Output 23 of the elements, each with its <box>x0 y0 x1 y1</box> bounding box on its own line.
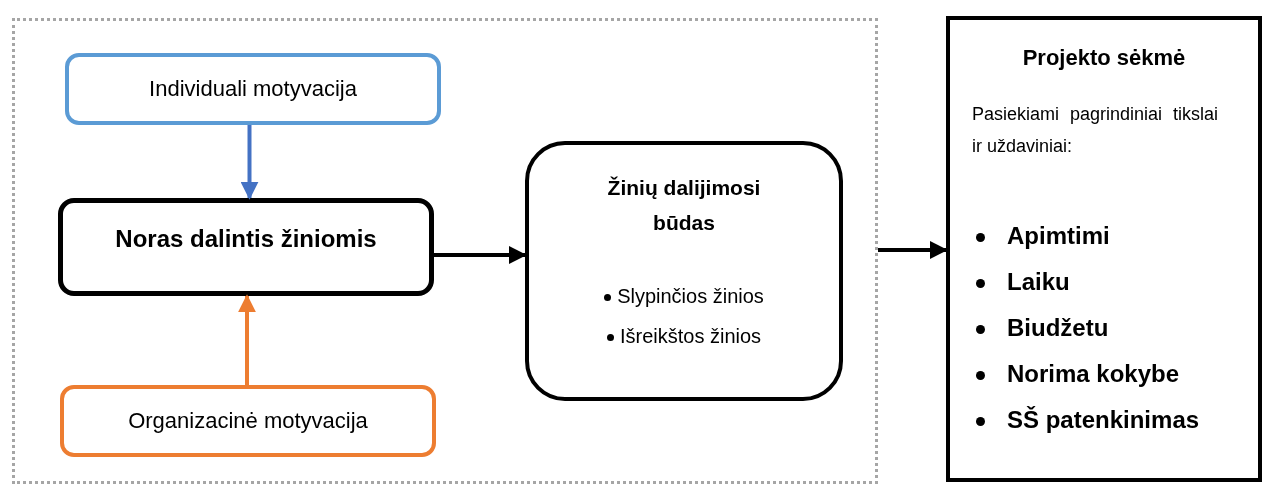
dotted-group-frame <box>12 18 878 484</box>
heading-text: Projekto sėkmė <box>1022 45 1186 70</box>
bullet-item: Slypinčios žinios <box>617 285 764 307</box>
bullet-item: Norima kokybe <box>1007 360 1180 387</box>
arrow <box>240 125 259 200</box>
process-box <box>525 141 843 401</box>
process-box <box>65 53 441 125</box>
arrow <box>878 241 948 259</box>
heading-text: Žinių dalijimosi būdas <box>607 176 761 234</box>
process-box <box>58 198 434 296</box>
node-text: Pasiekiami pagrindiniai tikslai ir uždaviniai: <box>972 103 1218 159</box>
arrow <box>238 294 256 385</box>
bullet-item: SŠ patenkinimas <box>1007 406 1200 433</box>
bullet-item: Laiku <box>1007 268 1070 295</box>
bullet-item: Biudžetu <box>1007 314 1109 341</box>
process-box <box>60 385 436 457</box>
bullet-item: Apimtimi <box>1007 222 1110 249</box>
node-text: Noras dalintis žiniomis <box>115 225 377 252</box>
node-text: Organizacinė motyvacija <box>128 408 368 433</box>
node-text: Individuali motyvacija <box>149 76 357 101</box>
outcome-box <box>946 16 1262 482</box>
arrow <box>434 246 527 264</box>
bullet-item: Išreikštos žinios <box>619 325 762 347</box>
